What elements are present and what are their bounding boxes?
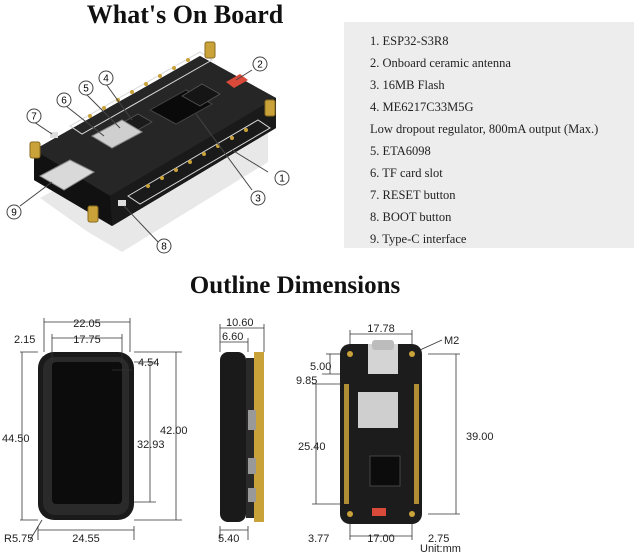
spec-item-9: 9. Type-C interface [370,232,467,246]
spec-item-3: 3. 16MB Flash [370,78,445,92]
callout-4: 4 [98,70,133,121]
unit-label: Unit:mm [420,543,461,555]
dim-front-width-outer: 22.05 [73,318,101,330]
dim-back-bottom-left: 3.77 [308,533,329,545]
dim-side-depth-total: 10.60 [226,317,254,329]
spec-item-8: 8. BOOT button [370,210,452,224]
dim-back-width: 17.78 [367,323,395,335]
spec-list-panel: 1. ESP32-S3R8 2. Onboard ceramic antenna… [344,22,634,248]
dim-front-bottom-width: 24.55 [72,533,100,545]
svg-text:9: 9 [11,208,17,219]
dim-back-bottom-width: 17.00 [367,533,395,545]
whats-on-board-title: What's On Board [86,0,284,29]
front-view: 22.05 17.75 2.15 4.54 42.00 44.50 32.93 … [2,318,188,545]
spec-item-4-description: Low dropout regulator, 800mA output (Max… [370,122,599,136]
side-view: 10.60 6.60 5.40 [218,317,265,545]
svg-text:8: 8 [161,242,167,253]
svg-text:3: 3 [255,194,261,205]
dim-back-top-a: 5.00 [310,361,331,373]
dim-side-bottom-depth: 5.40 [218,533,239,545]
spec-item-5: 5. ETA6098 [370,144,431,158]
callouts: 1 2 3 4 5 6 7 8 9 [6,56,290,254]
board-3d-illustration [29,41,276,252]
svg-text:4: 4 [103,74,109,85]
dim-front-top-inset: 4.54 [138,357,159,369]
callout-5: 5 [78,80,121,129]
svg-text:7: 7 [31,112,37,123]
dim-back-bottom-right: 2.75 [428,533,449,545]
spec-item-4: 4. ME6217C33M5G [370,100,474,114]
callout-8: 8 [123,205,172,254]
svg-text:1: 1 [279,174,285,185]
dim-front-left-margin: 2.15 [14,334,35,346]
dim-front-height: 42.00 [160,425,188,437]
dim-back-hole: M2 [444,335,459,347]
callout-3: 3 [195,113,266,206]
svg-text:6: 6 [61,96,67,107]
svg-text:2: 2 [257,60,263,71]
dim-back-top-b: 9.85 [296,375,317,387]
dim-front-height-inner: 32.93 [137,439,165,451]
dim-front-height-outer: 44.50 [2,433,30,445]
back-view: 17.78 M2 5.00 9.85 25.40 39.00 3.77 17.0… [296,323,494,545]
dim-front-width-inner: 17.75 [73,334,101,346]
spec-item-7: 7. RESET button [370,188,456,202]
callout-1: 1 [231,149,290,186]
callout-6: 6 [56,92,105,137]
dim-front-radius: R5.75 [4,533,33,545]
dim-side-depth-part: 6.60 [222,331,243,343]
dim-back-height: 39.00 [466,431,494,443]
svg-text:5: 5 [83,84,89,95]
spec-item-1: 1. ESP32-S3R8 [370,34,449,48]
callout-9: 9 [6,181,53,220]
dim-back-pin-span: 25.40 [298,441,326,453]
callout-2: 2 [235,56,268,81]
outline-dimensions-title: Outline Dimensions [189,272,401,299]
callout-7: 7 [26,108,53,135]
spec-item-2: 2. Onboard ceramic antenna [370,56,511,70]
spec-item-6: 6. TF card slot [370,166,443,180]
